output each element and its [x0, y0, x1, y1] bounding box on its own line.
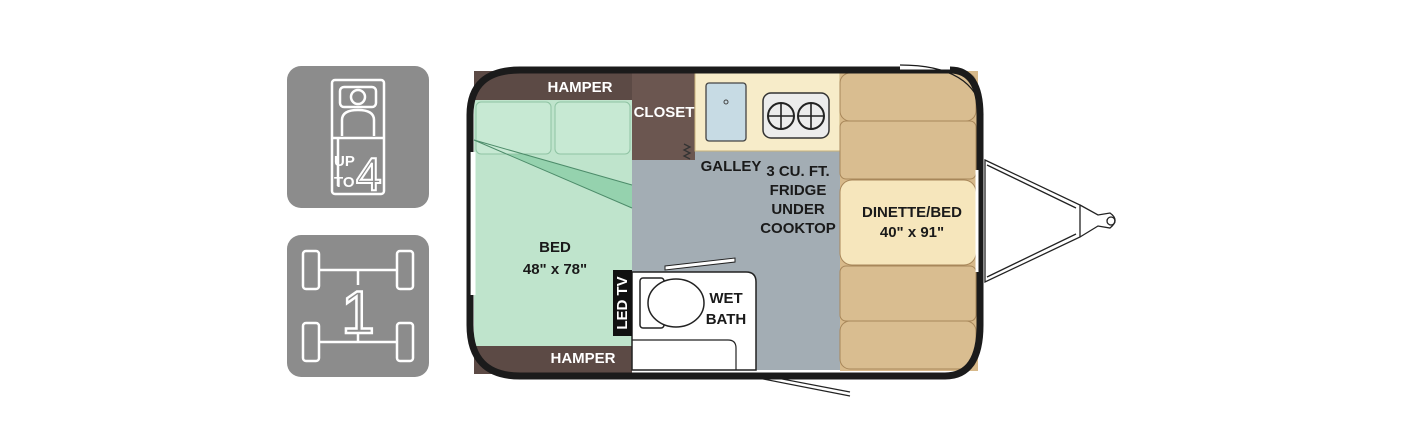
hamper-top-label: HAMPER — [547, 79, 612, 96]
dinette-label: DINETTE/BED — [862, 204, 962, 221]
entry-door — [755, 373, 851, 397]
wet-bath — [631, 257, 757, 371]
cooktop — [762, 92, 830, 139]
trailer-wall — [466, 66, 984, 380]
hitch-tongue — [984, 158, 1116, 284]
bed-person-icon — [330, 78, 386, 196]
dinette-area — [839, 71, 978, 371]
sleeps-up-text: UP — [334, 153, 355, 170]
galley-label: GALLEY — [701, 158, 762, 175]
sleeps-badge: UP TO 4 — [287, 66, 429, 208]
bed-size-label: 48" x 78" — [523, 261, 587, 278]
sleeps-to-text: TO — [334, 174, 355, 191]
axle-number: 1 — [341, 279, 374, 346]
dinette-table — [839, 179, 977, 266]
led-tv — [613, 270, 632, 336]
dinette-size-label: 40" x 91" — [880, 224, 944, 241]
closet-cabinet — [632, 71, 695, 160]
led-tv-label: LED TV — [614, 276, 631, 329]
hamper-bottom-label: HAMPER — [550, 350, 615, 367]
toilet-icon — [639, 277, 705, 329]
bed-area — [473, 100, 633, 346]
floor-area — [628, 80, 843, 370]
hamper-top-cabinet — [474, 71, 632, 103]
hamper-bottom-cabinet — [474, 344, 632, 374]
axle-badge: 1 — [287, 235, 429, 377]
bed-label: BED — [539, 239, 571, 256]
axle-icon — [301, 249, 415, 363]
fridge-label-3: UNDER — [771, 201, 825, 218]
galley-vent-icon — [682, 143, 692, 160]
wet-bath-label-2: BATH — [706, 311, 747, 328]
sleeps-number: 4 — [356, 148, 382, 200]
galley-counter — [694, 70, 841, 152]
sink — [705, 82, 747, 142]
fridge-label-4: COOKTOP — [760, 220, 836, 237]
fridge-label-1: 3 CU. FT. — [766, 163, 829, 180]
closet-label: CLOSET — [634, 104, 695, 121]
wet-bath-label-1: WET — [709, 290, 742, 307]
fridge-label-2: FRIDGE — [770, 182, 827, 199]
